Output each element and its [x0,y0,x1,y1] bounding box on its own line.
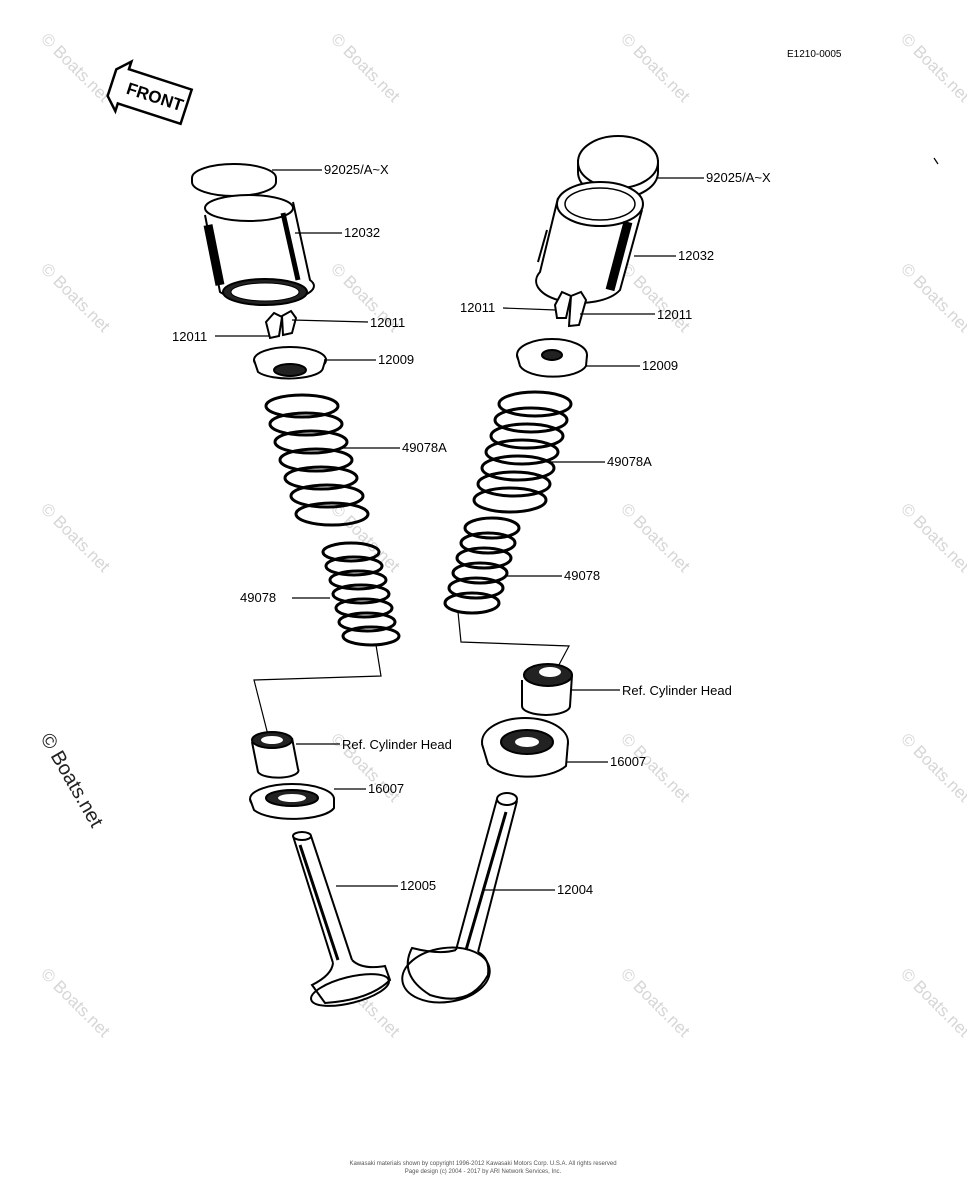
label-left-tappet: 12032 [344,225,380,240]
label-right-keeper-right: 12011 [657,307,692,322]
watermark: © Boats.net [897,259,967,336]
label-right-keeper-left: 12011 [460,300,495,315]
label-right-inner-spring: 49078 [564,568,600,583]
left-valve [292,831,392,1007]
watermark: © Boats.net [327,29,404,106]
front-arrow: FRONT [106,59,194,126]
label-right-valve: 12004 [557,882,593,897]
label-right-outer-spring: 49078A [607,454,652,469]
watermark: © Boats.net [617,29,694,106]
label-right-ref: Ref. Cylinder Head [622,683,732,698]
label-left-keeper-right: 12011 [370,315,405,330]
left-seal [249,783,335,820]
watermark: © Boats.net [37,499,114,576]
stray-mark [933,157,939,165]
label-right-tappet: 12032 [678,248,714,263]
left-keepers [264,309,298,340]
right-valve [401,792,518,1004]
left-inner-spring [321,541,401,647]
right-tappet [535,181,644,304]
watermark: © Boats.net [897,964,967,1041]
left-shim [191,163,277,197]
footer-line2: Page design (c) 2004 - 2017 by ARI Netwo… [405,1169,562,1175]
left-guide [251,731,300,779]
label-right-shim: 92025/A~X [706,170,771,185]
label-left-keeper-left: 12011 [172,329,207,344]
right-keepers [553,290,588,328]
watermark-main: © Boats.net [36,730,108,832]
label-right-retainer: 12009 [642,358,678,373]
watermark: © Boats.net [617,964,694,1041]
label-left-ref: Ref. Cylinder Head [342,737,452,752]
watermark: © Boats.net [37,259,114,336]
left-retainer [253,346,327,380]
right-center-line [457,611,570,677]
watermark: © Boats.net [897,499,967,576]
watermark: © Boats.net [37,964,114,1041]
left-assembly: 92025/A~X 12032 12011 12011 12009 49078A… [172,162,452,1007]
watermark: © Boats.net [37,29,114,106]
watermark: © Boats.net [897,29,967,106]
right-outer-spring [472,390,573,514]
left-outer-spring [264,393,370,527]
label-left-valve: 12005 [400,878,436,893]
label-left-outer-spring: 49078A [402,440,447,455]
left-center-line [253,644,382,736]
right-assembly: 92025/A~X 12032 12011 12011 12009 49078A… [401,135,771,1004]
right-seal [481,717,569,778]
label-left-retainer: 12009 [378,352,414,367]
footer-line1: Kawasaki materials shown by copyright 19… [349,1161,616,1167]
right-guide [521,663,573,716]
watermark: © Boats.net [897,729,967,806]
label-left-seal: 16007 [368,781,404,796]
left-tappet [203,194,315,306]
right-inner-spring [443,516,521,615]
diagram-code: E1210-0005 [787,49,842,60]
watermark: © Boats.net [617,499,694,576]
watermark: © Boats.net [617,259,694,336]
label-left-shim: 92025/A~X [324,162,389,177]
right-retainer [516,338,588,378]
label-left-inner-spring: 49078 [240,590,276,605]
label-right-seal: 16007 [610,754,646,769]
